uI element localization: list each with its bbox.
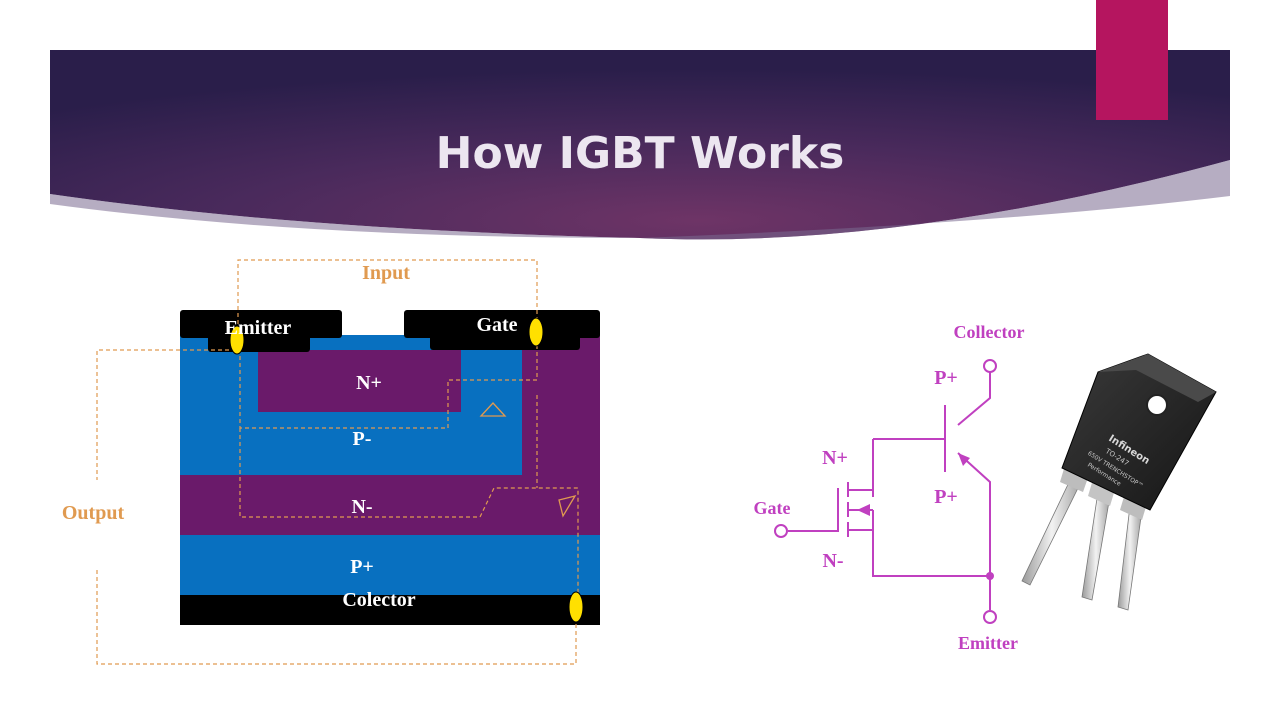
n-plus-region	[258, 350, 461, 412]
signal-paths	[96, 259, 579, 665]
symbol-p-plus-mid: P+	[934, 486, 958, 508]
p-minus-label: P-	[353, 428, 372, 450]
n-plus-label: N+	[356, 372, 382, 394]
symbol-collector-label: Collector	[954, 322, 1025, 342]
gate-label: Gate	[476, 314, 517, 336]
title-banner	[50, 50, 1230, 240]
collector-terminal-dot	[568, 591, 584, 623]
emitter-pin	[983, 610, 997, 624]
output-label: Output	[62, 502, 125, 524]
package-body	[1061, 353, 1217, 511]
current-arrow-upper	[479, 402, 507, 417]
n-minus-layer	[180, 475, 600, 535]
symbol-gate-label: Gate	[754, 498, 791, 518]
emitter-terminal-dot	[229, 325, 245, 355]
p-plus-layer	[180, 535, 600, 595]
input-label: Input	[362, 262, 410, 284]
gate-terminal-dot	[528, 317, 544, 347]
collector-metal	[180, 595, 600, 625]
symbol-n-plus: N+	[822, 447, 848, 469]
slide-title: How IGBT Works	[435, 128, 845, 179]
bjt-arrow	[958, 453, 970, 466]
gate-pin	[774, 524, 788, 538]
symbol-emitter-label: Emitter	[958, 633, 1018, 653]
n-column	[522, 335, 600, 475]
symbol-p-plus-top: P+	[934, 367, 958, 389]
emitter-junction	[986, 572, 994, 580]
mosfet-arrow	[857, 504, 870, 516]
mounting-hole	[1146, 394, 1168, 416]
symbol-n-minus: N-	[822, 550, 843, 572]
p-plus-label: P+	[350, 556, 374, 578]
n-minus-label: N-	[351, 496, 372, 518]
emitter-label: Emitter	[225, 317, 292, 339]
current-arrow-lower	[558, 494, 577, 518]
accent-tab	[1096, 0, 1168, 120]
collector-label: Colector	[342, 589, 415, 611]
